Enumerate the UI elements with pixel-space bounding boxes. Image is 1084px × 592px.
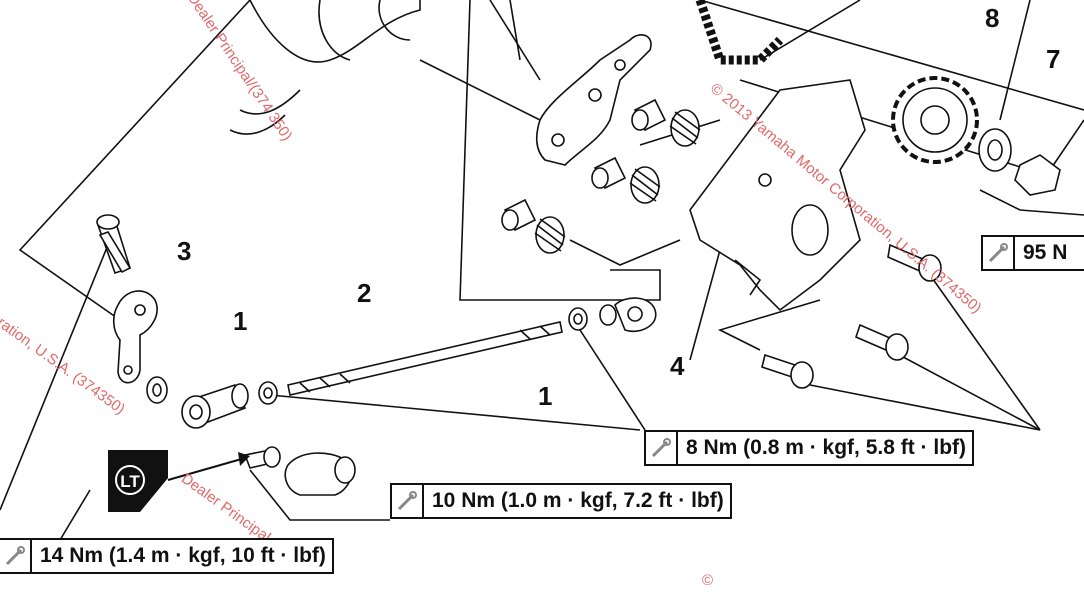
callout-7: 7 bbox=[1046, 44, 1060, 74]
lt-badge: LT bbox=[108, 450, 250, 512]
torque-wrench-icon bbox=[983, 237, 1015, 269]
watermark-5: © bbox=[702, 572, 714, 589]
shift-rod bbox=[287, 321, 563, 396]
shift-bracket bbox=[535, 34, 652, 166]
torque-spec-text: 95 N bbox=[1023, 241, 1068, 264]
engine-case-outline bbox=[249, 0, 421, 63]
torque-spec-14nm: 14 Nm (1.4 m · kgf, 10 ft · lbf) bbox=[0, 538, 334, 574]
drive-chain bbox=[695, 0, 784, 65]
callout-2: 2 bbox=[357, 278, 371, 308]
torque-wrench-icon bbox=[392, 485, 424, 517]
torque-spec-10nm: 10 Nm (1.0 m · kgf, 7.2 ft · lbf) bbox=[390, 483, 732, 519]
callout-8: 8 bbox=[985, 3, 999, 33]
callout-3: 3 bbox=[177, 236, 191, 266]
callout-1-left: 1 bbox=[233, 306, 247, 336]
lock-washer bbox=[978, 128, 1012, 172]
torque-spec-text: 8 Nm (0.8 m · kgf, 5.8 ft · lbf) bbox=[686, 436, 967, 459]
callout-1-right: 1 bbox=[538, 381, 552, 411]
torque-spec-95nm: 95 N bbox=[981, 235, 1084, 271]
callout-4: 4 bbox=[670, 351, 685, 381]
torque-wrench-icon bbox=[646, 432, 678, 464]
torque-spec-text: 10 Nm (1.0 m · kgf, 7.2 ft · lbf) bbox=[432, 489, 724, 512]
torque-spec-8nm: 8 Nm (0.8 m · kgf, 5.8 ft · lbf) bbox=[644, 430, 975, 466]
torque-wrench-icon bbox=[0, 540, 32, 572]
torque-spec-text: 14 Nm (1.4 m · kgf, 10 ft · lbf) bbox=[40, 544, 326, 567]
sprocket-cover-bracket bbox=[689, 79, 866, 312]
lt-badge-label: LT bbox=[120, 472, 140, 491]
